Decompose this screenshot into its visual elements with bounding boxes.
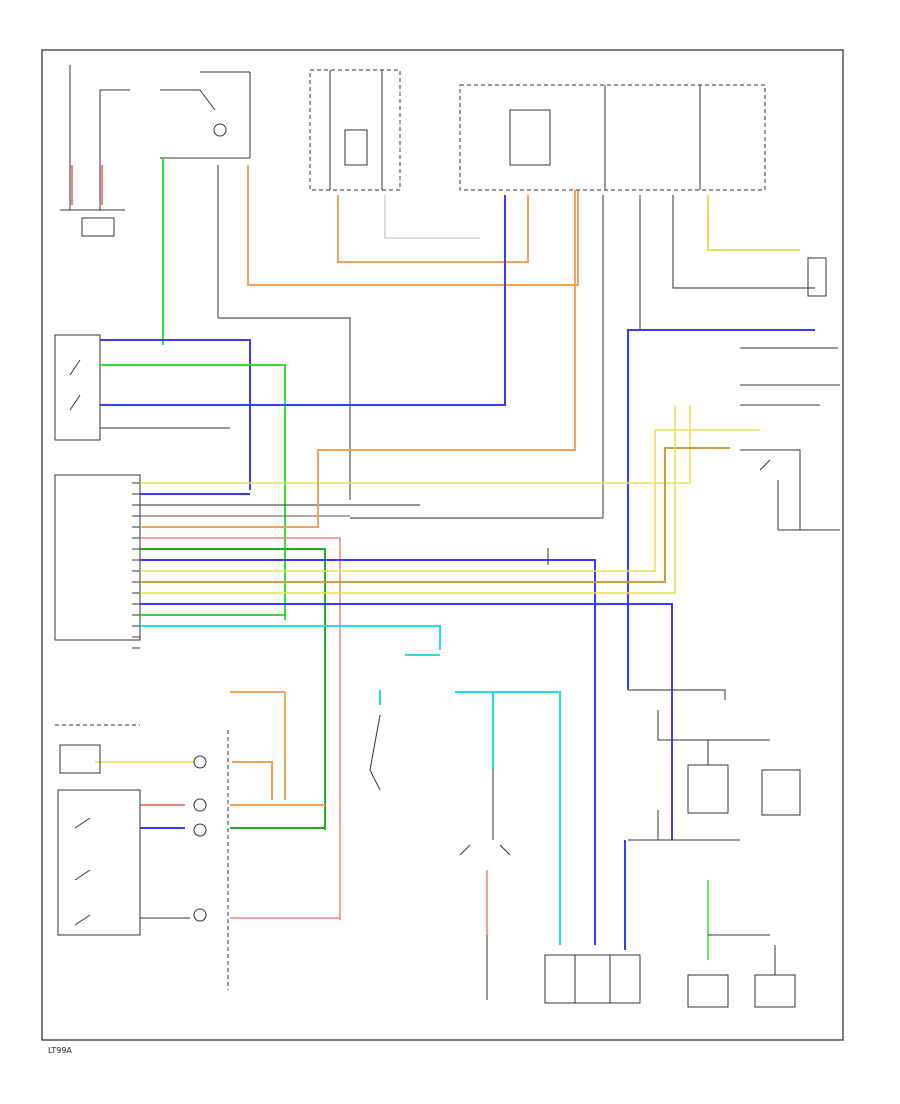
wire-cyan-trans <box>455 691 561 945</box>
wire-yellow-top <box>707 195 800 251</box>
ecm-pcm-box <box>687 974 729 1008</box>
wire-gray-elbow <box>218 317 351 500</box>
cruise-main-switch-box <box>54 334 101 441</box>
brake-pedal-position-switch <box>740 384 840 531</box>
steering-wheel-switch-box <box>57 789 141 936</box>
wire-black-ground-right <box>657 810 740 841</box>
wire-white-thin <box>384 195 480 239</box>
security-control-connector <box>230 691 286 800</box>
wire-blue-2 <box>100 195 506 406</box>
transmission-range-switch <box>459 844 511 856</box>
wire-green-ecu <box>140 548 326 830</box>
wire-black-right <box>657 710 770 741</box>
interior-light-system-stubs <box>60 65 130 237</box>
diagram-frame <box>41 49 844 1041</box>
cruise-control-unit-connector <box>54 474 141 641</box>
clutch-switch <box>369 714 381 791</box>
fuse-box-top-right <box>459 84 766 191</box>
wire-orange-mid <box>337 195 529 263</box>
wire-blue-ecu-3 <box>140 603 673 840</box>
wire-cyan-ecu <box>140 625 441 650</box>
connector-pin-rows <box>132 482 140 649</box>
wire-yellow-ecu-2 <box>140 429 760 572</box>
brake-switch-group <box>160 71 251 159</box>
relay-box-top <box>309 69 401 191</box>
wire-gray-ecm-right <box>628 689 726 700</box>
wire-gray-right <box>672 195 815 289</box>
diagram-id-label: LT99A <box>48 1046 72 1055</box>
wire-yellow-ecu <box>140 405 691 484</box>
clutch-interlock-relay <box>687 764 729 814</box>
wire-pink-ecu <box>140 537 341 920</box>
cruise-control-unit-relay <box>761 769 801 816</box>
wire-blue-right-vertical <box>627 329 815 690</box>
wire-blue-ecu-2 <box>140 559 596 945</box>
wire-brown-ecu <box>140 447 730 583</box>
cruise-control-actuator <box>807 257 827 297</box>
ecm-pcm-connector <box>544 954 641 1004</box>
cable-reel-connectors <box>193 755 207 922</box>
horn-component <box>59 744 101 774</box>
wire-yellow-ecu-3 <box>140 405 676 594</box>
wire-orange-top <box>247 165 579 286</box>
gauge-assembly-box <box>754 974 796 1008</box>
wire-orange-ecu <box>140 190 576 528</box>
wire-blue-1 <box>100 339 251 490</box>
